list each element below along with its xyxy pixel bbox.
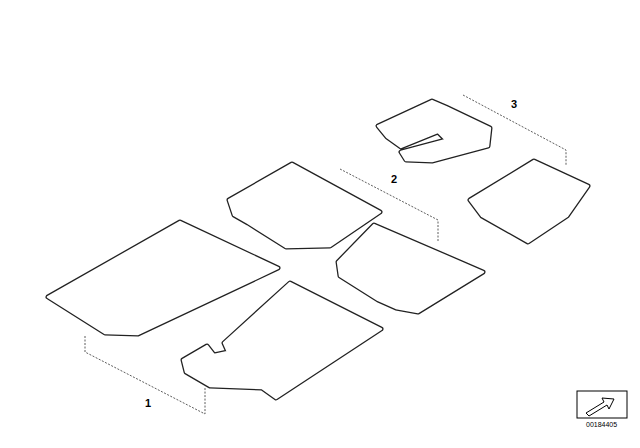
- callout-number: 3: [509, 98, 519, 111]
- callout-number: 1: [143, 397, 153, 410]
- bracket-lines: [85, 95, 566, 414]
- orientation-icon: [577, 391, 627, 418]
- third-row-tunnel-mat: [378, 101, 490, 161]
- diagram-code: 00184405: [586, 421, 617, 428]
- front-passenger-mat: [48, 222, 278, 334]
- front-driver-mat: [183, 283, 381, 398]
- rear-left-mat: [229, 164, 380, 247]
- rear-right-mat: [338, 225, 483, 312]
- callout-number: 2: [389, 173, 399, 186]
- third-row-mat: [470, 161, 588, 242]
